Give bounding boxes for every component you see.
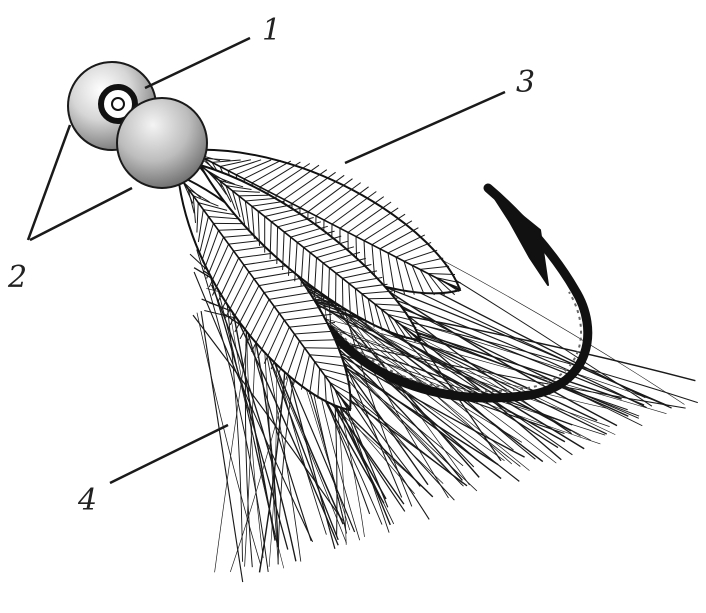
- label-2: 2: [7, 260, 27, 295]
- leader-line-3: [345, 92, 505, 163]
- feather-barb: [368, 298, 397, 299]
- bead-back-hole-inner: [112, 98, 124, 110]
- feather-barb: [342, 278, 343, 313]
- bead-eyes: [68, 62, 207, 188]
- label-3: 3: [516, 65, 535, 100]
- bead-front: [117, 98, 207, 188]
- leader-line-1: [145, 38, 250, 88]
- hook-barb: [488, 188, 548, 285]
- label-4: 4: [77, 483, 97, 518]
- feather-barb: [239, 195, 268, 196]
- feather-barb: [305, 348, 344, 349]
- label-1: 1: [262, 13, 281, 48]
- leader-line-4: [110, 425, 228, 483]
